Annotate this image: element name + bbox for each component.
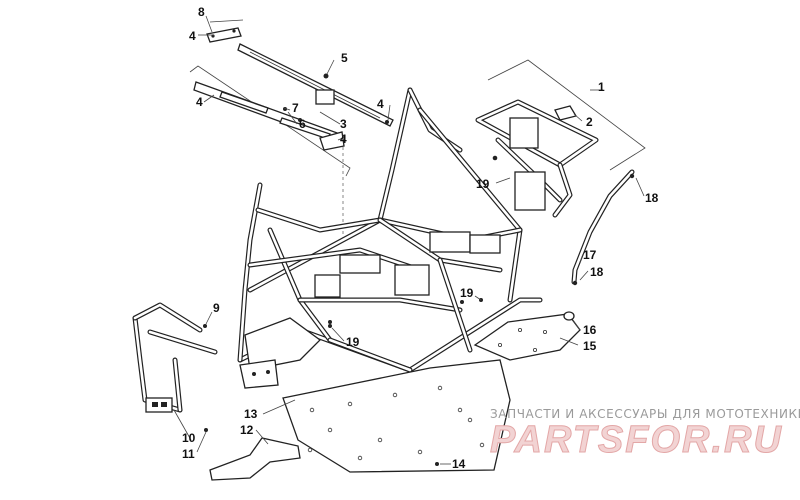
callout-12: 12 [240, 423, 254, 437]
callout-19-upper: 19 [476, 177, 490, 191]
watermark-tagline: ЗАПЧАСТИ И АКСЕССУАРЫ ДЛЯ МОТОТЕХНИКИ [490, 407, 800, 421]
front-bumper [132, 302, 218, 413]
callout-13: 13 [244, 407, 258, 421]
main-frame [237, 87, 543, 389]
callout-15: 15 [583, 339, 597, 353]
bolts-top [283, 73, 389, 124]
callout-18-upper: 18 [645, 191, 659, 205]
callout-18-lower: 18 [590, 265, 604, 279]
bushing-16 [563, 311, 575, 321]
callout-4-upper: 4 [189, 29, 196, 43]
bracket-plate-lower [319, 131, 345, 151]
callout-4-lower: 4 [340, 132, 347, 146]
callout-1: 1 [598, 80, 605, 94]
callout-19-middle: 19 [460, 286, 474, 300]
callout-4-right: 4 [377, 97, 384, 111]
callout-2: 2 [586, 115, 593, 129]
rear-bar [571, 169, 635, 286]
callout-16: 16 [583, 323, 597, 337]
watermark: ЗАПЧАСТИ И АКСЕССУАРЫ ДЛЯ МОТОТЕХНИКИ PA… [490, 407, 800, 462]
callout-3: 3 [340, 117, 347, 131]
rail-upper [237, 43, 394, 127]
watermark-brand: PARTSFOR.RU [490, 419, 783, 461]
callout-6: 6 [299, 117, 306, 131]
front-plate [209, 437, 301, 481]
rack-group-outline [487, 59, 646, 171]
callout-11: 11 [182, 447, 195, 461]
callout-5: 5 [341, 51, 348, 65]
rear-rack [475, 99, 599, 218]
callout-7: 7 [292, 101, 299, 115]
callout-labels: 8 4 5 1 4 4 7 2 6 3 4 19 18 17 18 19 9 1… [182, 5, 659, 471]
callout-9: 9 [213, 301, 220, 315]
leader-lines [173, 15, 645, 465]
skid-plate [282, 359, 511, 473]
callout-4-left: 4 [196, 95, 203, 109]
callout-14: 14 [452, 457, 466, 471]
callout-10: 10 [182, 431, 196, 445]
reference-lines [342, 140, 441, 462]
callout-8: 8 [198, 5, 205, 19]
callout-17: 17 [583, 248, 597, 262]
callout-19-lower: 19 [346, 335, 360, 349]
